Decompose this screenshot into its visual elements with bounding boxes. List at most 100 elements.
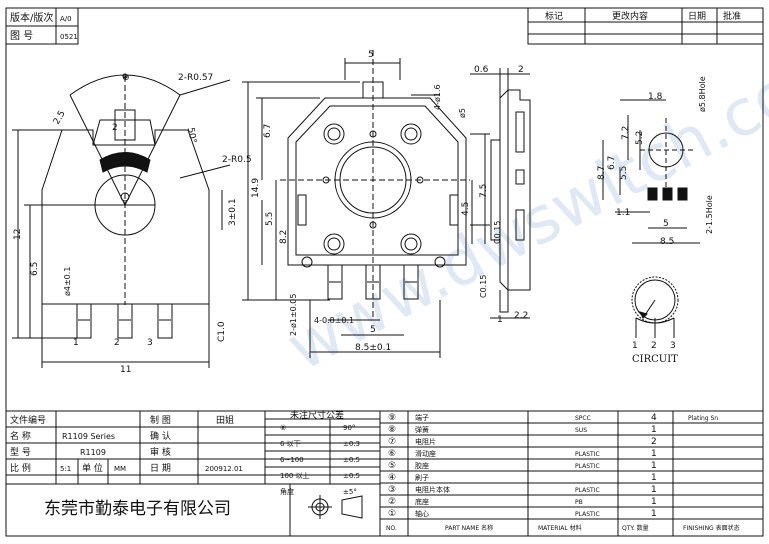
part-no: ② [388,497,396,507]
hdr-qty: QTY. 数量 [622,524,649,532]
part-material: PLASTIC [575,511,600,518]
tol-range: 100 以上 [280,471,310,480]
dim-2-2: 2.2 [514,311,528,321]
tol-value: 90° [343,424,355,432]
model-value: R1109 [80,448,106,457]
tol-range: 6 以下 [280,440,301,448]
part-qty: 1 [651,473,657,483]
dim-12: 12 [13,229,23,240]
dim-2-5: 2.5 [52,109,68,126]
dim-11: 11 [120,365,131,375]
tol-range: 6~100 [280,456,304,464]
part-no: ⑦ [388,437,396,447]
name-label: 名 称 [10,430,31,442]
dim-7-2: 7.2 [621,126,631,140]
dim-2-r057: 2-R0.57 [178,73,213,83]
dim-o4: ø4±0.1 [63,267,72,296]
dim-5-2: 5.2 [635,131,645,145]
part-qty: 1 [651,509,657,519]
company-name: 东莞市勤泰电子有限公司 [44,499,231,519]
dim-t2: 2 [112,123,118,133]
part-name: 弹簧 [415,425,429,434]
dim-6-5: 6.5 [30,262,40,276]
dim-5r: 5 [663,219,669,229]
dim-c10: C1.0 [217,321,227,342]
dim-1-1: 1.1 [616,208,630,218]
tol-range: ⑧ [280,424,286,432]
dim-4-r16: 4-ø1.6 [433,84,442,110]
hdr-material: MATERIAL 材料 [538,524,582,532]
dim-1-8: 1.8 [648,92,663,102]
scale-label: 比 例 [10,462,31,474]
rev-date: 日期 [688,11,706,22]
part-qty: 4 [651,413,657,423]
side-view [470,68,531,319]
circuit-pin-2: 2 [651,341,657,351]
part-qty: 1 [651,425,657,435]
dim-4-08: 4-0.8±0.1 [314,316,354,325]
unit-value: MM [114,465,126,473]
title-block [5,410,764,537]
parts-header: NO. PART NAME 名称 MATERIAL 材料 QTY. 数量 FIN… [386,524,740,532]
dim-2-r05: 2-R0.5 [222,155,252,165]
drawing-no-value: 0521 [60,33,78,41]
version-box: 版本/版次 A/0 图 号 0521 [5,7,79,45]
scale-value: 5:1 [60,465,71,473]
title-labels: 文件编号 名 称 R1109 Series 型 号 R1109 比 例 5:1 … [10,409,344,519]
dim-top-marker: ⊕ [122,73,130,83]
part-material: PLASTIC [575,463,600,470]
hdr-finish: FINISHING 表面状态 [683,524,740,532]
part-qty: 1 [651,449,657,459]
unit-label: 单 位 [82,462,103,474]
dim-6-7: 6.7 [263,124,273,138]
circuit-pin-1: 1 [632,341,638,351]
circuit-pin-3: 3 [670,341,676,351]
part-no: ③ [388,485,396,495]
part-name: 电阻片 [415,437,436,446]
part-no: ⑥ [388,449,396,459]
dim-8-5a: 8.5±0.1 [355,343,391,353]
tol-value: ±0.3 [343,440,360,448]
tol-value: ±0.5 [343,472,360,480]
part-no: ⑧ [388,425,396,435]
dim-front-5: 5 [368,50,374,60]
hdr-no: NO. [386,525,397,532]
circuit-label: CIRCUIT [632,354,678,365]
name-value: R1109 Series [62,432,115,441]
part-material: SUS [575,427,587,434]
part-qty: 1 [651,461,657,471]
rev-mark: 标记 [545,10,563,22]
draw-label: 制 图 [150,414,171,426]
part-no: ④ [388,473,396,483]
dim-8-2: 8.2 [279,230,289,244]
part-qty: 1 [651,485,657,495]
dim-front-5b: 5 [370,325,376,335]
dim-8-7: 8.7 [597,166,607,180]
rev-approve: 批准 [723,10,741,22]
dim-3: 3±0.1 [228,198,238,226]
tol-value: ±0.5 [343,456,360,464]
part-finish: Plating Sn [688,415,718,422]
part-name: 底座 [415,497,429,506]
part-qty: 1 [651,497,657,507]
pin-1-label: 1 [73,338,79,348]
file-label: 文件编号 [10,414,46,426]
part-material: PLASTIC [575,487,600,494]
pin-3-label: 3 [147,338,153,348]
date-value: 200912.01 [205,465,243,473]
part-material: PB [575,499,583,506]
dim-4-5: 4.5 [461,202,471,216]
part-no: ① [388,509,396,519]
revision-box: 标记 更改内容 日期 批准 [527,7,764,45]
confirm-label: 确 认 [150,430,171,442]
review-label: 审 核 [150,446,171,458]
part-name: 刷子 [415,474,429,482]
dim-50deg: 50° [185,127,198,144]
version-label: 版本/版次 [10,11,53,24]
part-material: PLASTIC [575,451,600,458]
dim-2-o1: 2-ø1±0.05 [289,294,298,336]
dim-2-side: 2 [518,65,524,75]
